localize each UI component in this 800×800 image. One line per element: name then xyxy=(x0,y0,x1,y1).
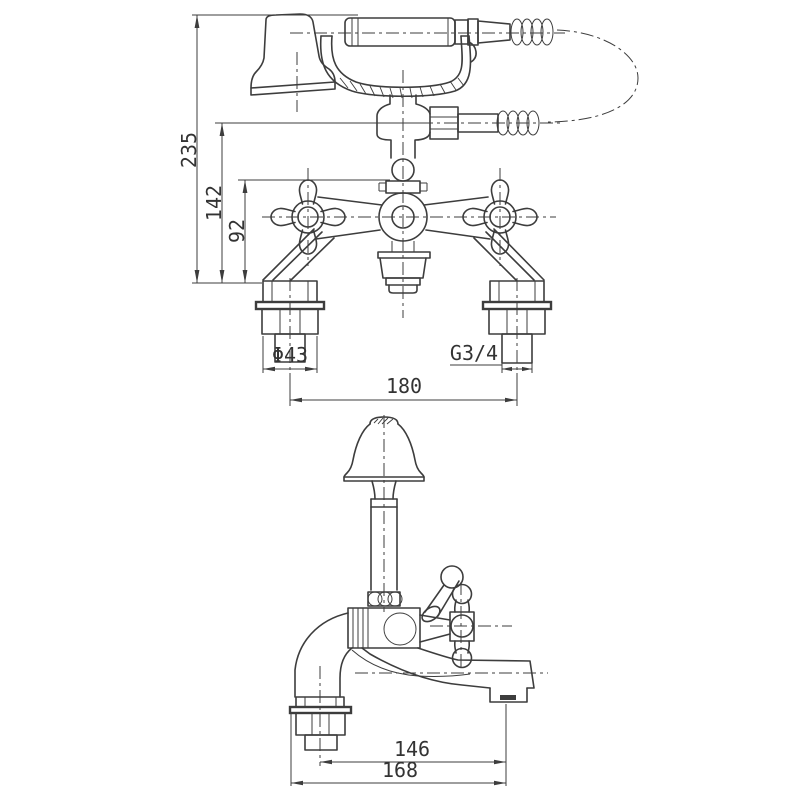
spout-front xyxy=(377,241,431,294)
left-leg xyxy=(254,228,335,363)
diverter-lever xyxy=(421,565,464,623)
side-view: 146 168 xyxy=(288,415,548,786)
handset-handle xyxy=(344,17,456,47)
hose-hook xyxy=(468,41,477,63)
dim-base-diameter: Φ43 xyxy=(272,343,308,367)
handset-head xyxy=(250,13,336,89)
side-threaded-tail xyxy=(304,734,338,751)
dim-spout-reach: 146 xyxy=(394,737,430,761)
left-threaded-tail xyxy=(274,333,306,363)
dim-inlet-centres: 180 xyxy=(386,374,422,398)
dim-hose-outlet-height: 142 xyxy=(202,185,226,221)
body-column xyxy=(376,94,431,159)
handset xyxy=(250,13,554,96)
dim-body-height: 92 xyxy=(225,219,249,243)
left-hex-nut xyxy=(261,308,319,335)
spout-outlet xyxy=(489,687,528,703)
right-leg xyxy=(473,228,553,364)
hose-loop xyxy=(547,29,639,123)
hose-connector-body xyxy=(429,106,540,140)
front-view: 235 142 92 Φ43 G3/4 180 xyxy=(177,13,639,406)
shower-head-side xyxy=(343,416,425,500)
handset-cradle xyxy=(319,35,477,99)
dims-front: 235 142 92 Φ43 G3/4 180 xyxy=(177,14,533,406)
dim-overall-depth: 168 xyxy=(382,758,418,782)
hose-ribs-body xyxy=(496,110,540,136)
dim-inlet-thread: G3/4 xyxy=(450,341,498,365)
bath-spout xyxy=(351,647,535,703)
valve-body xyxy=(315,192,491,242)
aerator-mark xyxy=(500,695,516,700)
dims-side: 146 168 xyxy=(290,704,507,786)
valve-body-side xyxy=(347,607,451,649)
centerlines-side xyxy=(319,415,548,766)
dim-overall-height: 235 xyxy=(177,132,201,168)
right-hex-nut xyxy=(488,308,546,335)
hose-ribs-top xyxy=(510,18,554,46)
cradle-hatching xyxy=(339,77,465,99)
leg-pipe-side xyxy=(288,612,353,751)
centerlines-front xyxy=(262,32,565,375)
riser-column xyxy=(367,498,403,607)
